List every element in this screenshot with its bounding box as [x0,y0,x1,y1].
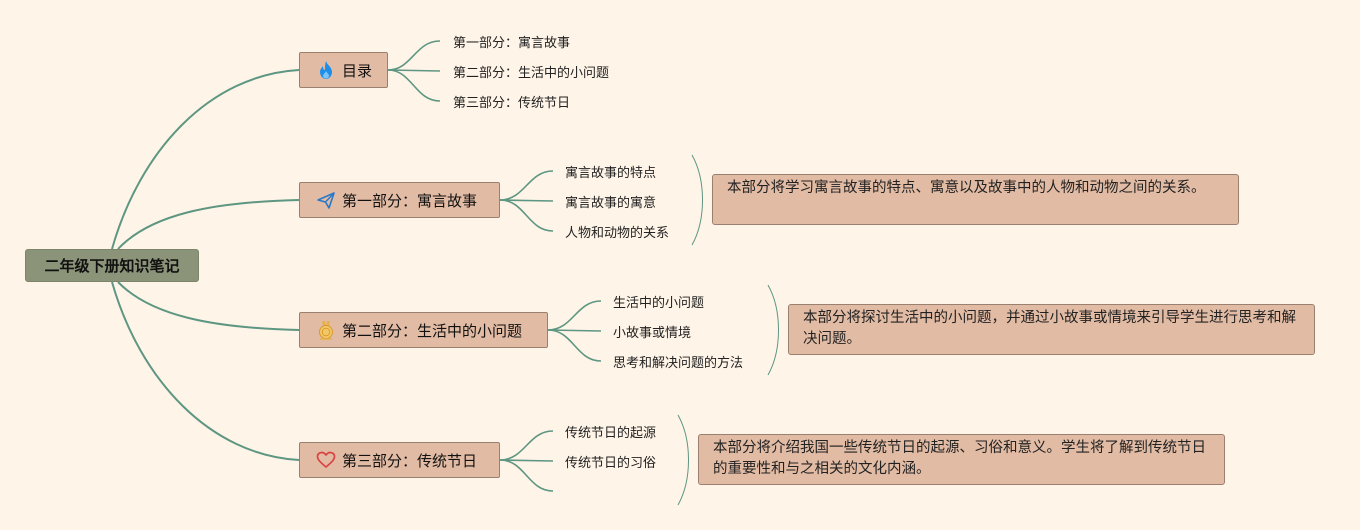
part2-leaf-1[interactable]: 生活中的小问题 [613,291,704,311]
branch-part1-label: 第一部分：寓言故事 [342,191,478,210]
branch-part3-label: 第三部分：传统节日 [342,451,478,470]
branch-part2-label: 第二部分：生活中的小问题 [342,321,523,340]
connector-toc-leaf-3 [387,69,441,102]
connector-root-to-part1 [117,199,300,250]
part1-note-text: 本部分将学习寓言故事的特点、寓意以及故事中的人物和动物之间的关系。 [727,180,1206,196]
connector-part2-leaf-3 [547,329,602,362]
bracket-part2 [767,284,779,376]
connector-part3-leaf-3 [499,459,554,492]
part3-note[interactable]: 本部分将介绍我国一些传统节日的起源、习俗和意义。学生将了解到传统节日的重要性和与… [698,434,1225,485]
paper-plane-icon [316,190,336,210]
connector-toc-leaf-2 [387,69,441,72]
toc-leaf-2-label: 第二部分：生活中的小问题 [453,65,610,81]
connector-part2-leaf-2 [547,329,602,332]
root-label: 二年级下册知识笔记 [44,257,180,275]
connector-part1-leaf-1 [499,170,554,201]
toc-leaf-1[interactable]: 第一部分：寓言故事 [453,31,570,51]
part3-note-text: 本部分将介绍我国一些传统节日的起源、习俗和意义。学生将了解到传统节日的重要性和与… [713,440,1206,477]
part1-leaf-1[interactable]: 寓言故事的特点 [565,161,656,181]
part2-leaf-1-label: 生活中的小问题 [613,295,705,311]
part3-leaf-1-label: 传统节日的起源 [565,425,657,441]
connector-part1-leaf-3 [499,199,554,232]
heart-icon [316,450,336,470]
connector-part2-leaf-1 [547,300,602,331]
bracket-part3 [677,414,689,506]
part1-leaf-2-label: 寓言故事的寓意 [565,195,657,211]
connector-root-to-toc [111,69,300,250]
part3-leaf-2-label: 传统节日的习俗 [565,455,657,471]
part1-leaf-1-label: 寓言故事的特点 [565,165,657,181]
part2-note-text: 本部分将探讨生活中的小问题，并通过小故事或情境来引导学生进行思考和解决问题。 [803,310,1296,347]
part1-leaf-2[interactable]: 寓言故事的寓意 [565,191,656,211]
toc-leaf-3[interactable]: 第三部分：传统节日 [453,91,570,111]
part2-leaf-2[interactable]: 小故事或情境 [613,321,691,341]
part3-leaf-2[interactable]: 传统节日的习俗 [565,451,656,471]
branch-part2[interactable]: 第二部分：生活中的小问题 [299,312,548,348]
branch-toc[interactable]: 目录 [299,52,388,88]
part1-leaf-3-label: 人物和动物的关系 [565,225,670,241]
connector-root-to-part3 [111,281,300,461]
part2-note[interactable]: 本部分将探讨生活中的小问题，并通过小故事或情境来引导学生进行思考和解决问题。 [788,304,1315,355]
connector-root-to-part2 [117,281,300,331]
medal-icon [316,320,336,340]
branch-part1[interactable]: 第一部分：寓言故事 [299,182,500,218]
part1-leaf-3[interactable]: 人物和动物的关系 [565,221,669,241]
toc-leaf-3-label: 第三部分：传统节日 [453,95,571,111]
connector-toc-leaf-1 [387,40,441,71]
branch-toc-label: 目录 [342,61,373,80]
branch-part3[interactable]: 第三部分：传统节日 [299,442,500,478]
toc-leaf-1-label: 第一部分：寓言故事 [453,35,571,51]
bracket-part1 [691,154,703,246]
part2-leaf-3[interactable]: 思考和解决问题的方法 [613,351,743,371]
part2-leaf-3-label: 思考和解决问题的方法 [613,355,744,371]
connector-part3-leaf-2 [499,459,554,462]
part1-note[interactable]: 本部分将学习寓言故事的特点、寓意以及故事中的人物和动物之间的关系。 [712,174,1239,225]
toc-leaf-2[interactable]: 第二部分：生活中的小问题 [453,61,609,81]
fire-icon [316,60,336,80]
connector-part1-leaf-2 [499,199,554,202]
connector-part3-leaf-1 [499,430,554,461]
root-node[interactable]: 二年级下册知识笔记 [25,249,199,282]
part3-leaf-1[interactable]: 传统节日的起源 [565,421,656,441]
part2-leaf-2-label: 小故事或情境 [613,325,692,341]
